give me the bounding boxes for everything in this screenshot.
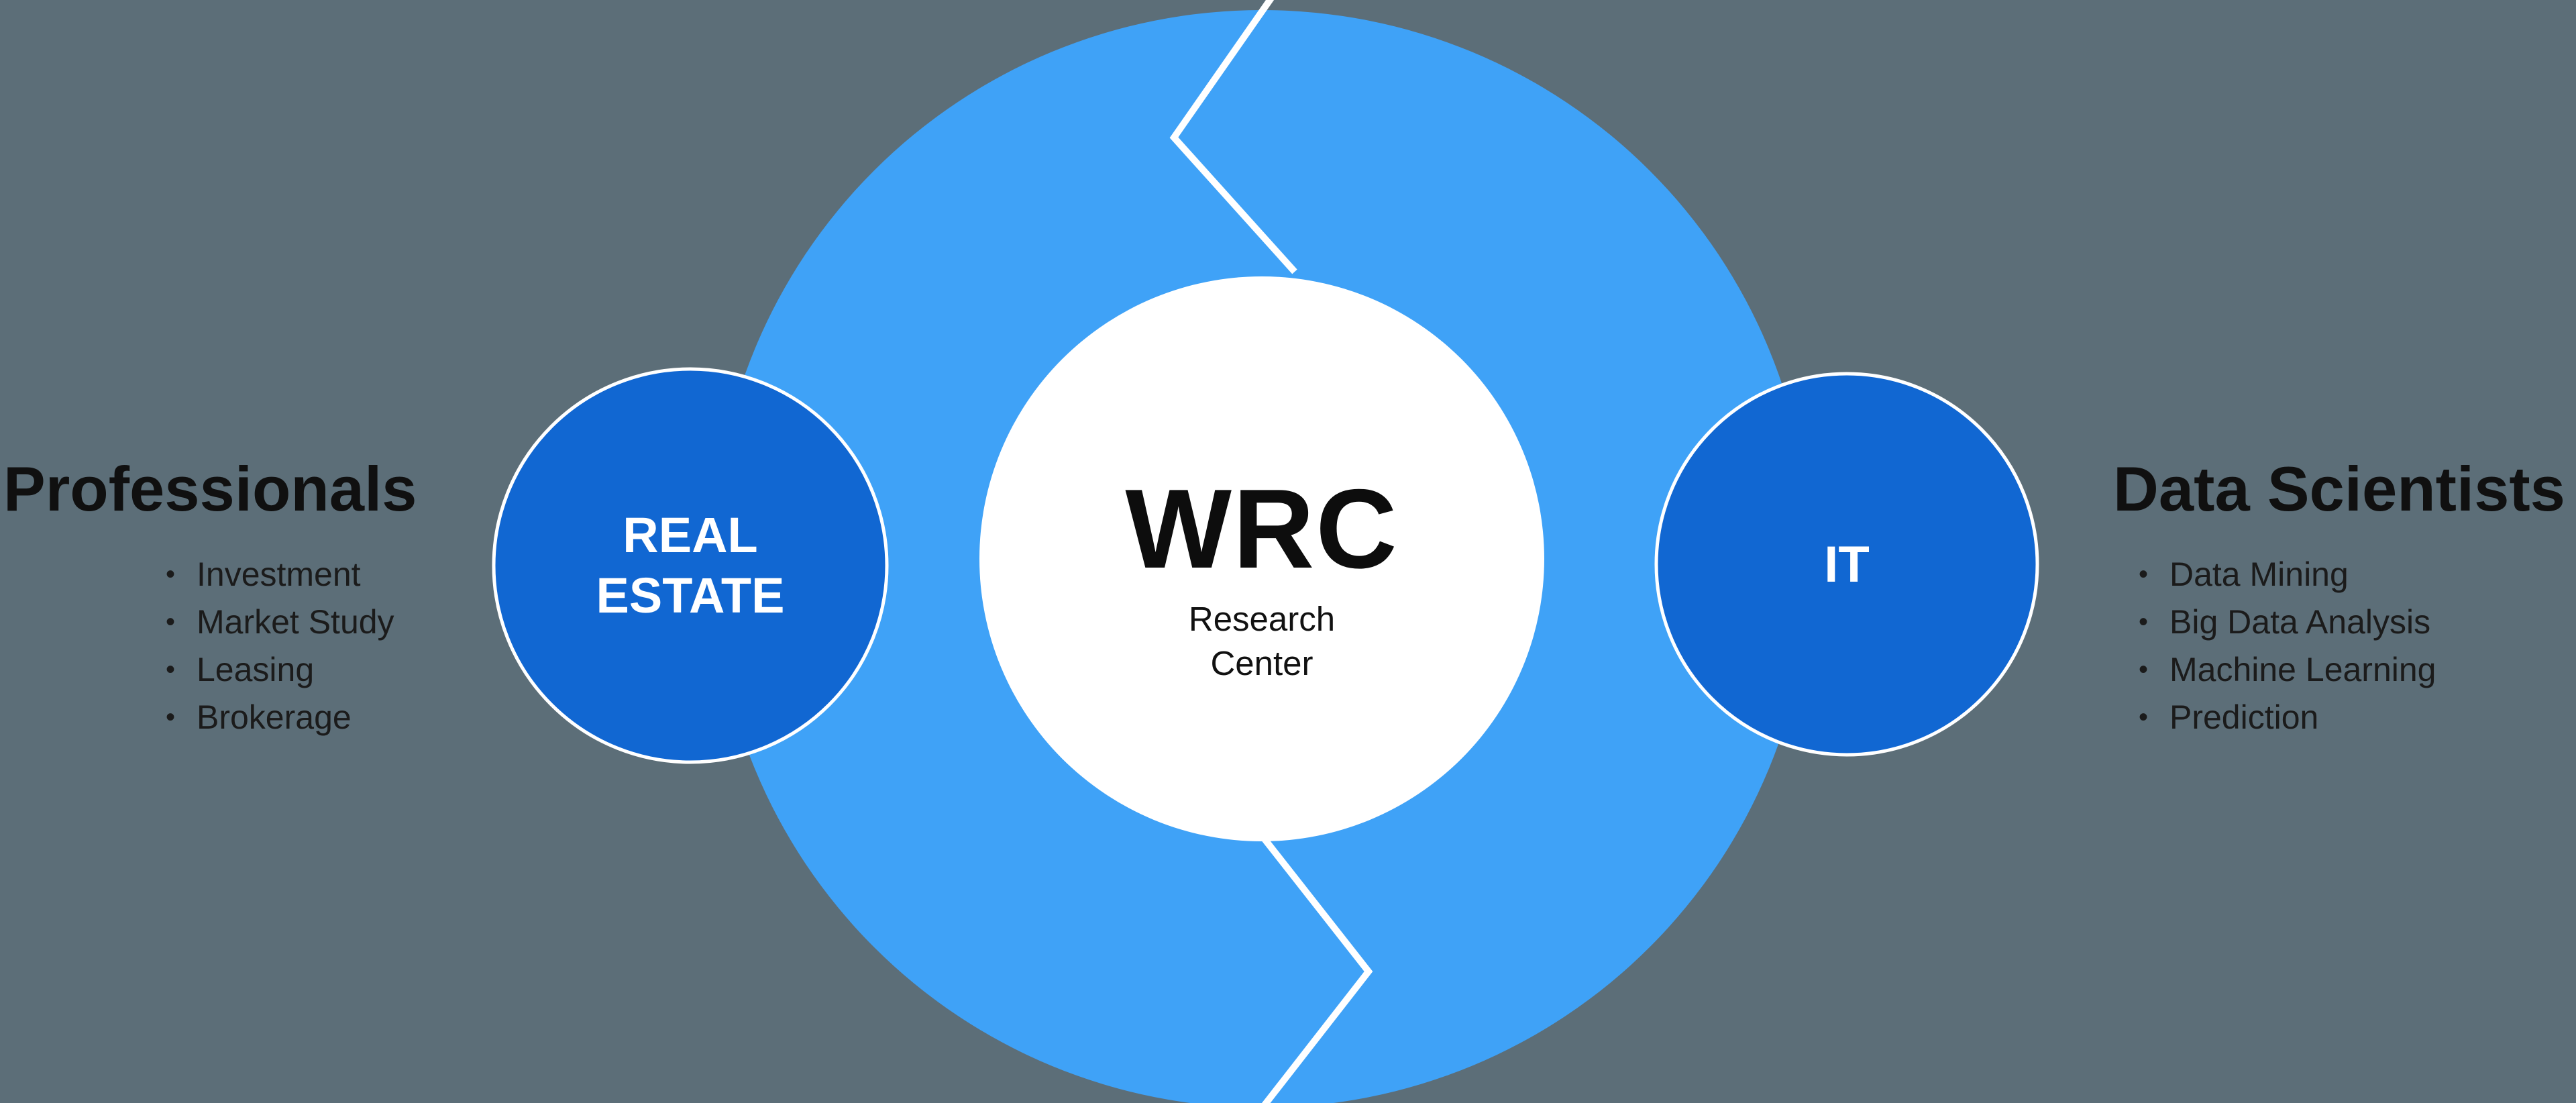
list-item: Brokerage [164,694,473,741]
center-circle [979,276,1544,841]
real-estate-label: REAL ESTATE [489,505,892,627]
real-estate-circle [492,367,889,764]
list-item: Investment [164,551,473,598]
left-panel-list: Investment Market Study Leasing Brokerag… [3,551,473,741]
left-panel: Professionals Investment Market Study Le… [3,456,473,741]
list-item: Prediction [2137,694,2576,741]
center-label: WRC Research Center [960,470,1564,686]
divider-zigzag-top-icon [1169,0,1297,274]
center-title: WRC [1125,466,1399,592]
center-subtitle: Research Center [960,597,1564,686]
right-panel-heading: Data Scientists [2113,454,2565,524]
right-panel: Data Scientists Data Mining Big Data Ana… [2113,456,2576,741]
left-panel-heading: Professionals [3,454,417,524]
center-subtitle-line2: Center [1210,644,1313,683]
right-panel-list: Data Mining Big Data Analysis Machine Le… [2113,551,2576,741]
real-estate-label-line1: REAL [623,507,758,563]
it-label-text: IT [1824,536,1870,593]
divider-zigzag-bottom-icon [1260,835,1373,1103]
it-label: IT [1646,534,2048,596]
list-item: Market Study [164,598,473,646]
list-item: Machine Learning [2137,646,2576,694]
it-circle [1654,372,2039,757]
center-subtitle-line1: Research [1188,600,1336,639]
list-item: Leasing [164,646,473,694]
list-item: Data Mining [2137,551,2576,598]
list-item: Big Data Analysis [2137,598,2576,646]
real-estate-label-line2: ESTATE [596,568,785,624]
